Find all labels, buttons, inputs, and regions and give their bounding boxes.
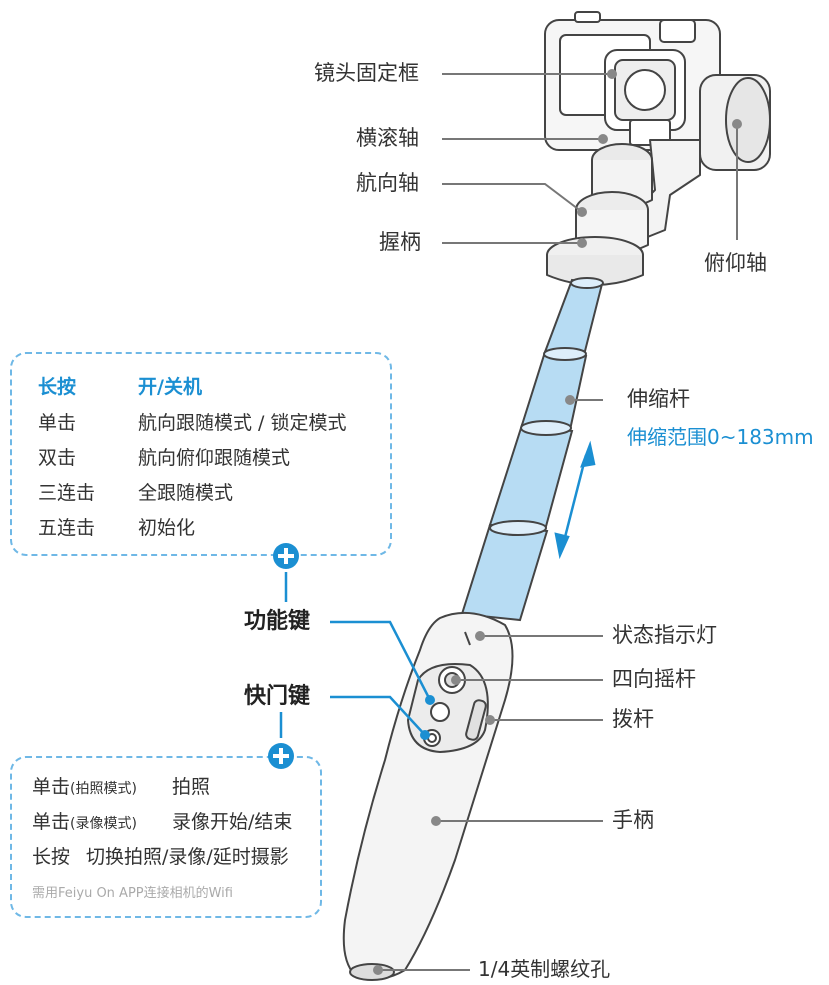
handle-body (342, 611, 514, 981)
label-toggle: 拨杆 (612, 707, 654, 731)
shutter-row-action: 单击 (32, 776, 71, 798)
grip-base (546, 236, 644, 286)
shutter-row-action: 单击 (32, 811, 71, 833)
label-grip: 握柄 (379, 230, 421, 254)
function-row-action: 五连击 (38, 517, 96, 539)
function-row-action: 双击 (38, 447, 77, 469)
label-status-light: 状态指示灯 (612, 623, 717, 647)
label-shutter-key: 快门键 (244, 684, 311, 709)
label-roll-axis: 横滚轴 (356, 126, 419, 150)
label-extension-range: 伸缩范围0~183mm (627, 425, 814, 449)
shutter-row-result: 拍照 (172, 776, 211, 798)
function-row-result: 初始化 (138, 517, 196, 539)
label-joystick: 四向摇杆 (612, 667, 696, 691)
gimbal-arms (575, 139, 701, 255)
function-row-result: 开/关机 (138, 376, 202, 398)
function-row-action: 三连击 (38, 482, 96, 504)
function-row-result: 全跟随模式 (138, 482, 234, 504)
callout-leaders (378, 73, 738, 971)
label-yaw-axis: 航向轴 (356, 171, 419, 195)
function-row-action: 长按 (38, 376, 77, 398)
label-handle: 手柄 (612, 808, 654, 832)
extension-arrow (554, 440, 596, 560)
telescopic-pole (460, 277, 604, 622)
function-row-action: 单击 (38, 412, 77, 434)
plus-icon (268, 743, 294, 769)
shutter-row-mode: (录像模式) (70, 816, 137, 832)
callout-dots (373, 69, 742, 975)
label-tilt-axis: 俯仰轴 (704, 251, 767, 275)
function-row-result: 航向跟随模式 / 锁定模式 (138, 412, 347, 434)
function-row-result: 航向俯仰跟随模式 (138, 447, 291, 469)
camera-housing (544, 11, 721, 151)
shutter-key-panel: 单击 (拍照模式) 拍照 单击 (录像模式) 录像开始/结束 长按 切换拍照/录… (10, 756, 322, 918)
shutter-panel-note: 需用Feiyu On APP连接相机的Wifi (32, 886, 233, 901)
label-function-key: 功能键 (244, 609, 311, 634)
shutter-row-result: 录像开始/结束 (172, 811, 293, 833)
shutter-row-result: 切换拍照/录像/延时摄影 (86, 846, 289, 868)
key-leaders (279, 572, 432, 738)
label-screw-hole: 1/4英制螺纹孔 (478, 957, 611, 981)
label-extension-rod: 伸缩杆 (627, 387, 690, 411)
shutter-row-action: 长按 (32, 846, 71, 868)
plus-icon (273, 543, 299, 569)
function-key-panel: 长按 开/关机 单击 航向跟随模式 / 锁定模式 双击 航向俯仰跟随模式 三连击… (10, 352, 392, 556)
label-lens-frame: 镜头固定框 (314, 61, 419, 85)
shutter-row-mode: (拍照模式) (70, 781, 137, 797)
